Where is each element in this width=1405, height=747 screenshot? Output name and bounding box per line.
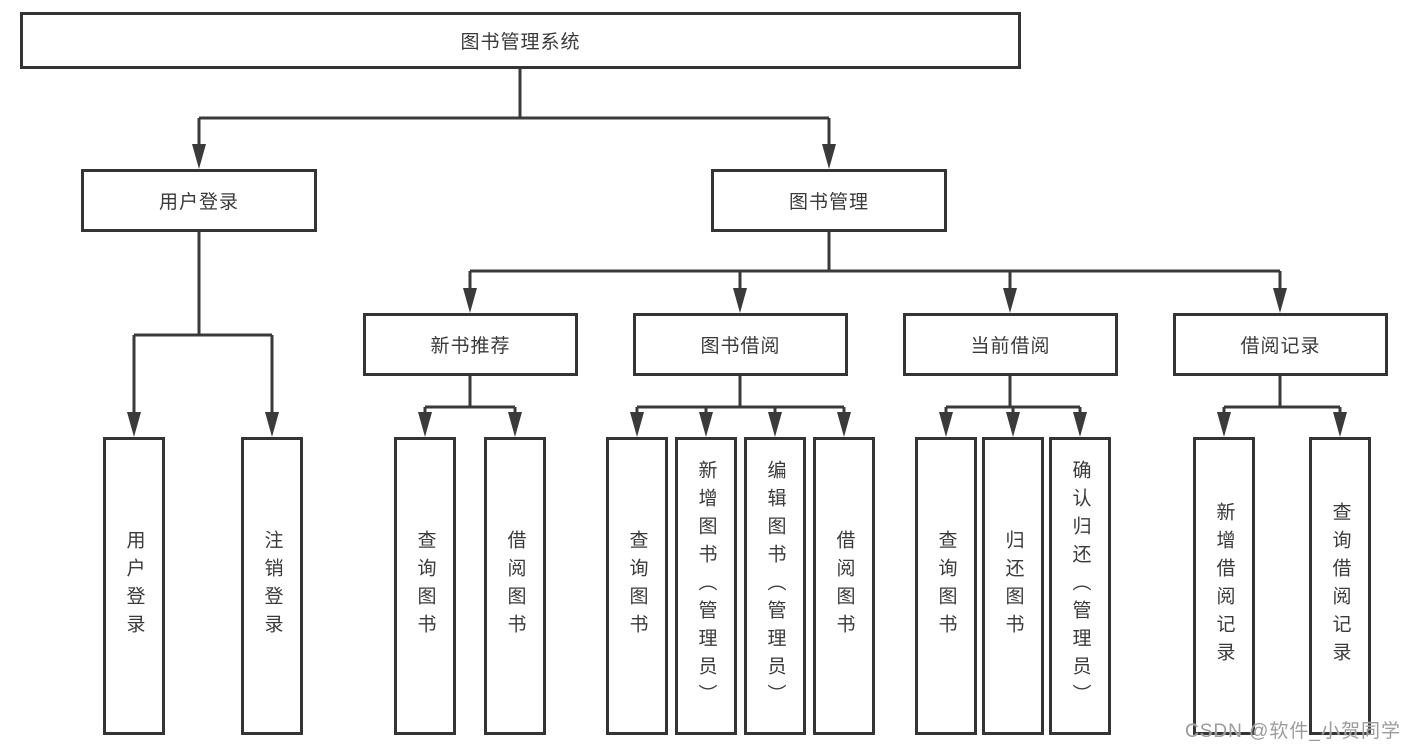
leaf-borrowing-add-books-admin: 新增图书（管理员） — [675, 437, 737, 735]
leaf-current-return-books-label: 归还图书 — [1002, 530, 1024, 642]
leaf-current-query-books-label: 查询图书 — [935, 530, 957, 642]
node-current-borrowing-label: 当前借阅 — [970, 336, 1051, 357]
node-new-book-recommend-label: 新书推荐 — [430, 336, 511, 357]
leaf-borrowing-add-books-admin-label: 新增图书（管理员） — [695, 460, 717, 712]
leaf-borrowing-borrow-books: 借阅图书 — [813, 437, 875, 735]
leaf-records-add-borrow-record: 新增借阅记录 — [1193, 437, 1255, 735]
leaf-current-confirm-return-admin-label: 确认归还（管理员） — [1069, 460, 1091, 712]
leaf-records-query-borrow-record-label: 查询借阅记录 — [1329, 502, 1351, 670]
leaf-recommend-borrow-books-label: 借阅图书 — [504, 530, 526, 642]
leaf-borrowing-borrow-books-label: 借阅图书 — [833, 530, 855, 642]
leaf-recommend-borrow-books: 借阅图书 — [484, 437, 546, 735]
csdn-watermark: CSDN @软件_小贺同学 — [1185, 721, 1401, 742]
node-root-system: 图书管理系统 — [20, 12, 1021, 69]
node-current-borrowing: 当前借阅 — [903, 313, 1118, 376]
node-borrowing-records-label: 借阅记录 — [1240, 336, 1321, 357]
leaf-logout: 注销登录 — [241, 437, 303, 735]
leaf-current-return-books: 归还图书 — [982, 437, 1044, 735]
leaf-current-confirm-return-admin: 确认归还（管理员） — [1049, 437, 1111, 735]
node-user-login-branch: 用户登录 — [81, 169, 317, 232]
leaf-borrowing-edit-books-admin: 编辑图书（管理员） — [744, 437, 806, 735]
leaf-logout-label: 注销登录 — [261, 530, 283, 642]
node-root-system-label: 图书管理系统 — [460, 32, 581, 53]
node-new-book-recommend: 新书推荐 — [363, 313, 578, 376]
node-user-login-branch-label: 用户登录 — [158, 192, 239, 213]
node-book-borrowing-label: 图书借阅 — [700, 336, 781, 357]
leaf-user-login: 用户登录 — [103, 437, 165, 735]
leaf-borrowing-query-books-label: 查询图书 — [626, 530, 648, 642]
leaf-recommend-query-books-label: 查询图书 — [414, 530, 436, 642]
leaf-user-login-label: 用户登录 — [123, 530, 145, 642]
leaf-records-add-borrow-record-label: 新增借阅记录 — [1213, 502, 1235, 670]
node-borrowing-records: 借阅记录 — [1173, 313, 1388, 376]
leaf-borrowing-edit-books-admin-label: 编辑图书（管理员） — [764, 460, 786, 712]
leaf-current-query-books: 查询图书 — [915, 437, 977, 735]
leaf-records-query-borrow-record: 查询借阅记录 — [1309, 437, 1371, 735]
node-book-management-branch-label: 图书管理 — [788, 192, 869, 213]
leaf-borrowing-query-books: 查询图书 — [606, 437, 668, 735]
node-book-borrowing: 图书借阅 — [633, 313, 848, 376]
leaf-recommend-query-books: 查询图书 — [394, 437, 456, 735]
node-book-management-branch: 图书管理 — [711, 169, 947, 232]
